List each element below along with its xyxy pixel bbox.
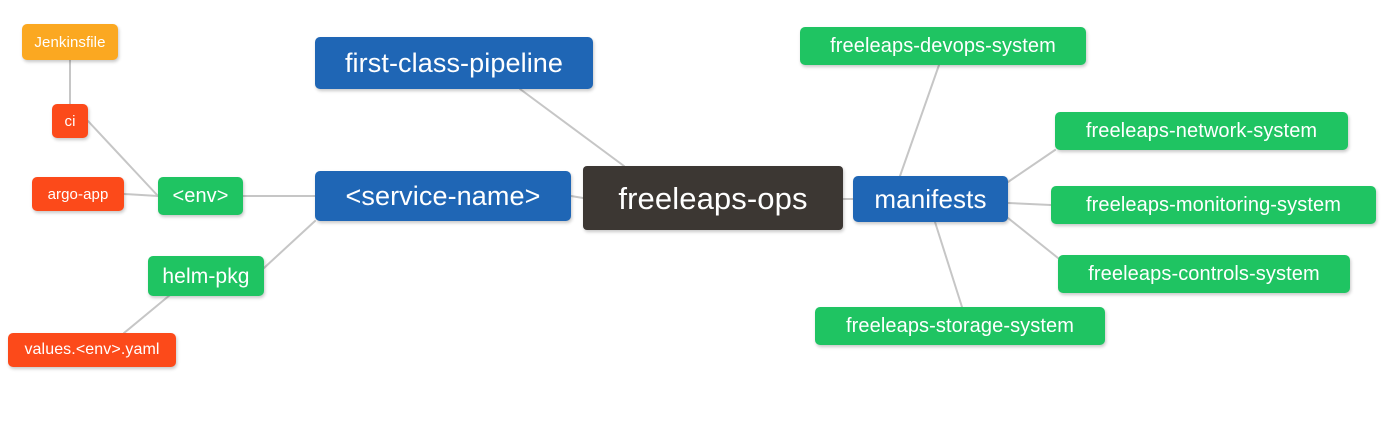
mindmap-node-label: ci [64, 112, 76, 130]
mindmap-node-label: values.<env>.yaml [24, 341, 160, 358]
edge-helm-pkg-to-values-yaml [123, 289, 177, 334]
mindmap-node-values-yaml[interactable]: values.<env>.yaml [8, 333, 176, 367]
mindmap-node-label: freeleaps-network-system [1085, 120, 1318, 142]
mindmap-node-label: <service-name> [345, 180, 541, 211]
mindmap-node-first-class-pipeline[interactable]: first-class-pipeline [315, 37, 593, 89]
mindmap-node-label: argo-app [47, 185, 109, 203]
edge-manifests-to-freeleaps-monitoring-system [1007, 202, 1052, 206]
mindmap-node-freeleaps-storage-system[interactable]: freeleaps-storage-system [815, 307, 1105, 345]
mindmap-node-label: freeleaps-controls-system [1088, 263, 1320, 285]
mindmap-node-label: Jenkinsfile [34, 33, 106, 51]
mindmap-node-service-name[interactable]: <service-name> [315, 171, 571, 221]
mindmap-node-argo-app[interactable]: argo-app [32, 177, 124, 211]
mindmap-node-label: freeleaps-storage-system [845, 315, 1075, 337]
mindmap-node-freeleaps-controls-system[interactable]: freeleaps-controls-system [1058, 255, 1350, 293]
mindmap-node-freeleaps-monitoring-system[interactable]: freeleaps-monitoring-system [1051, 186, 1376, 224]
mindmap-node-label: helm-pkg [162, 264, 250, 288]
mindmap-node-label: first-class-pipeline [344, 47, 564, 78]
mindmap-node-helm-pkg[interactable]: helm-pkg [148, 256, 264, 296]
edge-manifests-to-freeleaps-storage-system [934, 221, 963, 308]
mindmap-node-label: <env> [172, 185, 229, 207]
edge-service-name-to-helm-pkg [263, 220, 316, 269]
edge-manifests-to-freeleaps-network-system [1007, 149, 1056, 183]
edge-first-class-pipeline-to-freeleaps-ops [519, 88, 625, 167]
mindmap-node-ci[interactable]: ci [52, 104, 88, 138]
edge-freeleaps-devops-system-to-manifests [899, 64, 940, 177]
mindmap-node-label: freeleaps-monitoring-system [1085, 194, 1341, 216]
edge-service-name-to-freeleaps-ops [570, 195, 584, 199]
mindmap-node-jenkinsfile[interactable]: Jenkinsfile [22, 24, 118, 60]
mindmap-node-freeleaps-devops-system[interactable]: freeleaps-devops-system [800, 27, 1086, 65]
edge-manifests-to-freeleaps-controls-system [1007, 217, 1059, 259]
mindmap-node-freeleaps-network-system[interactable]: freeleaps-network-system [1055, 112, 1348, 150]
mindmap-node-label: freeleaps-devops-system [830, 35, 1056, 57]
mindmap-node-freeleaps-ops[interactable]: freeleaps-ops [583, 166, 843, 230]
mindmap-node-manifests[interactable]: manifests [853, 176, 1008, 222]
mindmap-node-env[interactable]: <env> [158, 177, 243, 215]
mindmap-node-label: manifests [874, 184, 987, 214]
mindmap-node-label: freeleaps-ops [618, 180, 808, 216]
edge-argo-app-to-env [123, 193, 159, 197]
